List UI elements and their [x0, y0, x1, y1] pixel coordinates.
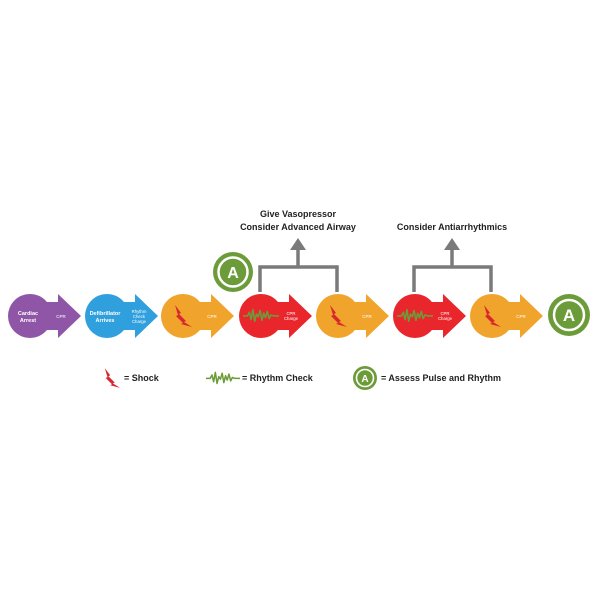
step-arrow-label: CPR	[286, 311, 295, 316]
vasopressor-bracket	[258, 249, 339, 292]
step-circle-label: Cardiac	[18, 311, 38, 317]
step-circle	[161, 294, 205, 338]
assess-letter: A	[227, 265, 239, 282]
antiarrhythmics-label: Consider Antiarrhythmics	[397, 222, 507, 232]
legend-rhythm-check-label: = Rhythm Check	[242, 373, 314, 383]
step-arrow	[502, 294, 543, 338]
step-arrow-label: CPR	[440, 311, 449, 316]
step-shock-cpr: CPR	[316, 294, 389, 338]
antiarrhythmics-arrowhead	[444, 238, 460, 250]
vasopressor-label: Give Vasopressor	[260, 209, 337, 219]
step-circle	[85, 294, 129, 338]
vasopressor-arrowhead	[290, 238, 306, 250]
assess-letter: A	[361, 374, 368, 385]
step-arrow	[425, 294, 466, 338]
step-arrow	[271, 294, 312, 338]
step-circle-label: Defibrillator	[90, 311, 122, 317]
step-circle	[316, 294, 360, 338]
step-circle-label: Arrest	[20, 318, 36, 324]
step-arrow-label: CPR	[56, 314, 66, 319]
step-arrow	[348, 294, 389, 338]
step-rhythm-check-cpr-charge: CPR Charge	[239, 294, 312, 338]
step-arrow-label: CPR	[207, 314, 217, 319]
step-shock-cpr: CPR	[470, 294, 543, 338]
step-cardiac-arrest: Cardiac Arrest CPR	[8, 294, 81, 338]
assess-pulse-rhythm-icon: A	[213, 252, 253, 292]
shock-icon	[104, 368, 121, 388]
legend-shock-label: = Shock	[124, 373, 160, 383]
step-arrow	[40, 294, 81, 338]
rhythm-check-icon	[206, 371, 240, 385]
step-arrow-label: Check	[133, 314, 146, 319]
assess-letter: A	[563, 306, 575, 325]
step-defibrillator-arrives: Defibrillator Arrives Rhythm Check Charg…	[85, 294, 158, 338]
step-rhythm-check-cpr-charge: CPR Charge	[393, 294, 466, 338]
legend: = Shock = Rhythm Check A = Assess Pulse …	[104, 366, 501, 390]
step-arrow-label: CPR	[516, 314, 526, 319]
legend-assess-label: = Assess Pulse and Rhythm	[381, 373, 501, 383]
assess-pulse-rhythm-icon: A	[548, 294, 590, 336]
step-arrow-label: Charge	[284, 316, 299, 321]
advanced-airway-label: Consider Advanced Airway	[240, 222, 356, 232]
step-arrow-label: CPR	[362, 314, 372, 319]
step-circle	[8, 294, 52, 338]
antiarrhythmics-bracket	[412, 249, 493, 292]
step-shock-cpr: CPR	[161, 294, 234, 338]
step-arrow-label: Charge	[438, 316, 453, 321]
assess-pulse-rhythm-icon: A	[353, 366, 377, 390]
step-circle-label: Arrives	[96, 318, 115, 324]
step-circle	[470, 294, 514, 338]
step-arrow-label: Rhythm	[132, 309, 147, 314]
step-arrow	[117, 294, 158, 338]
step-arrow	[193, 294, 234, 338]
step-arrow-label: Charge	[132, 319, 147, 324]
